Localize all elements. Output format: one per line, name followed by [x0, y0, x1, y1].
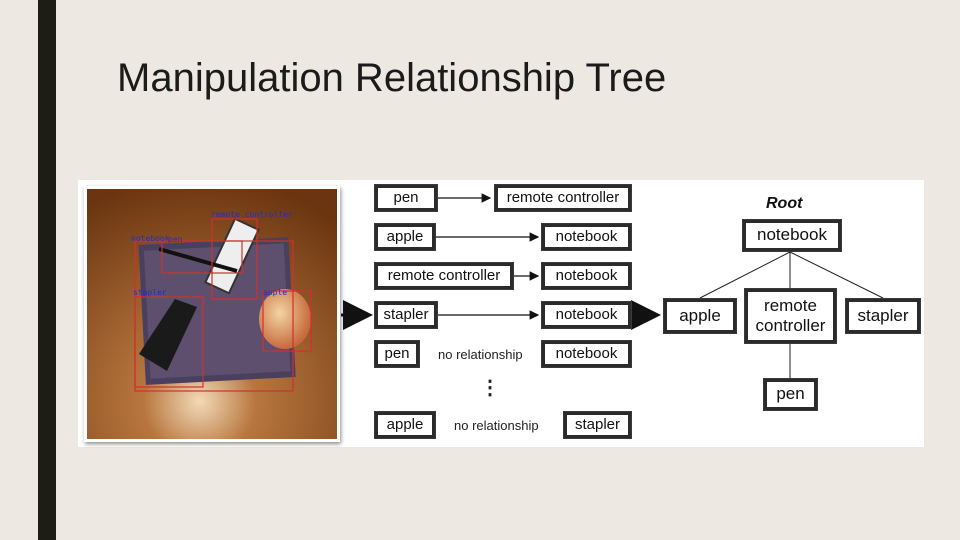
pair-1-left: pen [374, 184, 438, 212]
pair-2-left: apple [374, 223, 436, 251]
tree-root-node-label: notebook [757, 225, 827, 245]
pair-4-left-label: stapler [383, 306, 429, 323]
pair-6-relation: no relationship [454, 418, 539, 433]
pair-4-right: notebook [541, 301, 632, 329]
tree-node-stapler: stapler [845, 298, 921, 334]
pair-3-left: remote controller [374, 262, 514, 290]
edge-root-stapler [789, 251, 884, 299]
apple-object [259, 289, 311, 349]
tree-root-label: Root [766, 195, 803, 212]
pair-6-left-label: apple [386, 416, 424, 433]
remote-object [204, 217, 260, 295]
tree-node-stapler-label: stapler [857, 305, 909, 325]
detection-photo: remote controller notebook pen stapler a… [84, 186, 340, 442]
det-label-stapler: stapler [133, 288, 167, 297]
pair-4-right-label: notebook [555, 306, 618, 323]
det-label-notebook: notebook [131, 234, 170, 243]
det-label-pen: pen [168, 235, 183, 244]
stapler-object [139, 299, 197, 371]
pair-5-left: pen [374, 340, 420, 368]
tree-node-remote: remote controller [744, 288, 837, 344]
tree-node-pen-label: pen [776, 384, 805, 404]
connector-lines [341, 193, 884, 378]
remote-bbox [211, 218, 258, 300]
pair-5-right-label: notebook [555, 345, 618, 362]
tree-node-pen: pen [763, 378, 818, 411]
ellipsis-mark: ⋮ [480, 377, 500, 399]
detection-photo-drawing: remote controller notebook pen stapler a… [87, 189, 337, 439]
pair-2-right-label: notebook [555, 228, 618, 245]
tree-node-apple: apple [663, 298, 737, 334]
tree-root-node: notebook [742, 219, 842, 252]
notebook-cover [143, 243, 291, 379]
pair-6-right-label: stapler [574, 416, 621, 433]
apple-bbox [262, 290, 312, 352]
pair-6-right: stapler [563, 411, 632, 439]
slide-side-bar [38, 0, 56, 540]
pen-object [158, 247, 238, 273]
tree-node-remote-label: remote controller [755, 295, 826, 335]
pair-1-right: remote controller [494, 184, 632, 212]
det-label-remote: remote controller [211, 210, 293, 219]
pair-1-right-label: remote controller [506, 189, 620, 206]
pair-3-right-label: notebook [555, 267, 618, 284]
pair-1-left-label: pen [393, 189, 419, 206]
pair-2-left-label: apple [386, 228, 424, 245]
pair-5-left-label: pen [384, 345, 410, 362]
tree-node-apple-label: apple [679, 305, 721, 325]
relationship-figure: remote controller notebook pen stapler a… [78, 180, 924, 447]
pair-4-left: stapler [374, 301, 438, 329]
slide-title: Manipulation Relationship Tree [117, 56, 667, 100]
pair-3-right: notebook [541, 262, 632, 290]
tree-edges [699, 251, 884, 378]
pair-5-right: notebook [541, 340, 632, 368]
stapler-bbox [134, 296, 204, 388]
pair-2-right: notebook [541, 223, 632, 251]
pair-3-left-label: remote controller [387, 267, 501, 284]
pair-5-relation: no relationship [438, 347, 523, 362]
edge-root-apple [699, 251, 791, 299]
pair-6-left: apple [374, 411, 436, 439]
det-label-apple: apple [263, 288, 287, 297]
pen-bbox [161, 240, 243, 274]
bounding-boxes [134, 218, 312, 392]
